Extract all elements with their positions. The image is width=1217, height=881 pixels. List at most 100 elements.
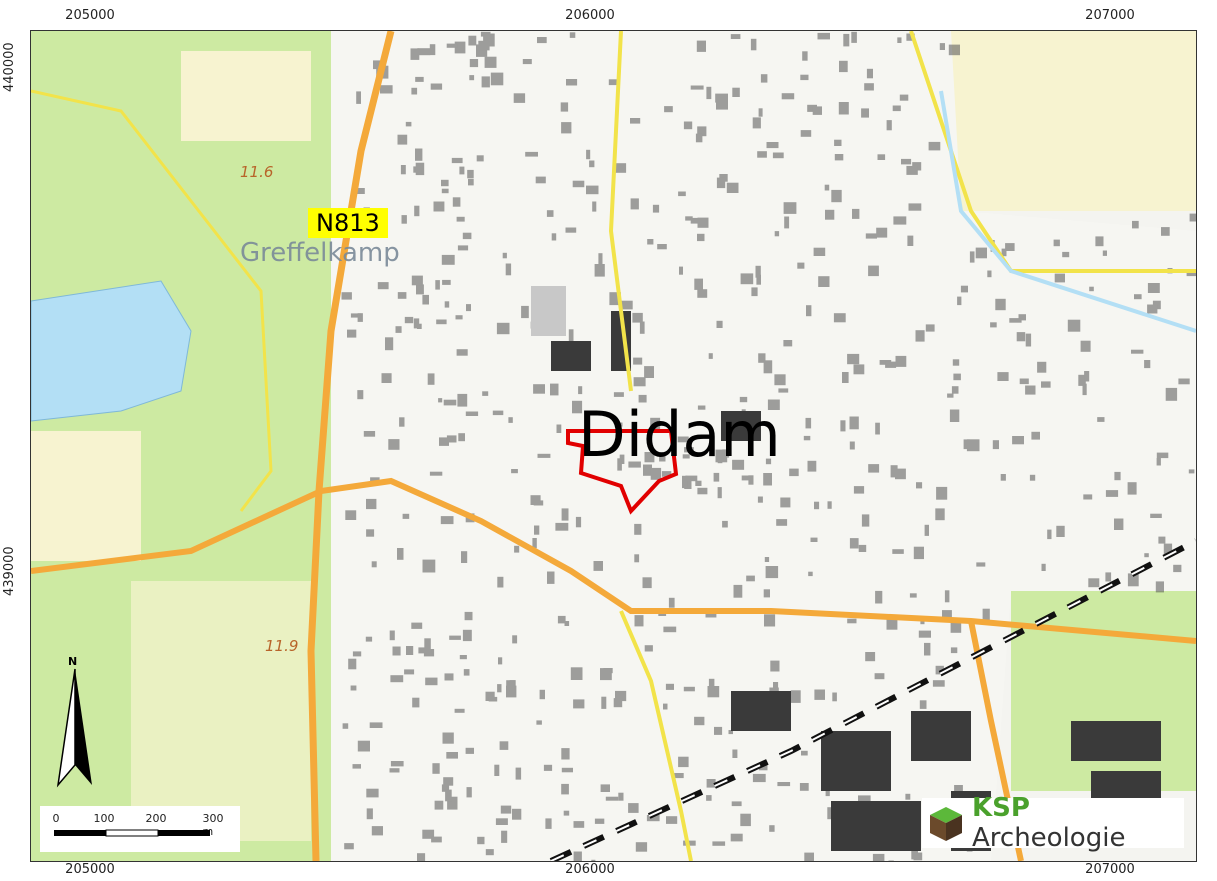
ksp-logo-cube-icon	[926, 803, 966, 843]
building	[694, 278, 703, 290]
building	[852, 208, 860, 219]
building	[573, 821, 585, 828]
building	[763, 589, 770, 598]
building	[561, 767, 573, 773]
building	[534, 525, 540, 535]
building	[731, 801, 742, 807]
building	[594, 264, 605, 277]
building	[563, 810, 570, 816]
building	[659, 455, 666, 462]
building	[533, 384, 545, 394]
building	[416, 284, 424, 295]
building	[1114, 518, 1124, 530]
building	[499, 741, 509, 750]
ksp-logo-text: KSP Archeologie	[972, 793, 1184, 853]
building	[683, 686, 695, 692]
building	[987, 270, 992, 278]
building	[422, 294, 429, 305]
building	[565, 227, 577, 233]
building	[706, 779, 716, 788]
railway-white	[550, 540, 1196, 861]
building	[466, 304, 471, 312]
building	[716, 320, 723, 328]
building	[807, 104, 817, 112]
building	[435, 280, 440, 290]
building	[684, 477, 692, 489]
building	[392, 646, 401, 656]
building	[694, 716, 705, 726]
building	[1127, 482, 1137, 495]
building	[446, 435, 457, 443]
building	[412, 697, 420, 708]
building	[774, 231, 780, 237]
building	[713, 472, 720, 482]
building	[365, 636, 373, 642]
building	[561, 508, 569, 521]
building	[746, 575, 755, 582]
building-blocks	[341, 31, 1196, 861]
building	[605, 796, 619, 801]
building	[1144, 553, 1149, 558]
building	[1105, 490, 1119, 497]
elevation-label-2: 11.9	[265, 637, 299, 655]
building	[1025, 385, 1036, 395]
road-north	[608, 31, 633, 392]
road-label-n813: N813	[308, 208, 388, 238]
building	[715, 93, 728, 103]
building	[1041, 381, 1051, 388]
building	[1155, 581, 1164, 593]
building	[468, 178, 474, 186]
building	[522, 59, 532, 65]
building	[569, 32, 576, 38]
building	[960, 285, 968, 293]
building	[935, 665, 944, 675]
building	[1056, 525, 1065, 537]
building	[417, 323, 422, 329]
building	[717, 487, 722, 499]
building	[443, 777, 454, 786]
building	[1147, 283, 1160, 293]
building	[1131, 349, 1144, 354]
building	[613, 698, 623, 708]
building	[501, 830, 508, 843]
building	[755, 265, 761, 278]
building	[617, 422, 623, 427]
building	[608, 79, 619, 86]
building	[647, 239, 654, 245]
building	[464, 611, 473, 621]
building	[952, 359, 960, 366]
building	[414, 205, 420, 217]
building	[834, 154, 844, 161]
scale-bar: 0 100 200 300 m	[40, 806, 240, 852]
building	[907, 235, 914, 246]
building	[714, 726, 723, 735]
building	[547, 571, 555, 584]
building	[805, 417, 812, 429]
building	[741, 475, 752, 481]
building	[1047, 529, 1052, 540]
building	[997, 372, 1009, 381]
building	[352, 651, 362, 657]
building	[422, 829, 435, 839]
building	[644, 366, 654, 378]
building	[1189, 213, 1196, 222]
building	[456, 349, 468, 356]
building	[650, 417, 661, 431]
coord-bottom-207000: 207000	[1085, 862, 1135, 877]
building	[1000, 474, 1006, 481]
building	[748, 475, 754, 485]
building	[875, 422, 880, 435]
building	[992, 440, 999, 450]
building	[957, 296, 962, 306]
building	[954, 785, 963, 797]
building	[506, 680, 515, 690]
lake	[31, 280, 192, 422]
topographic-map[interactable]	[30, 30, 1197, 862]
building	[635, 842, 648, 852]
building	[352, 764, 361, 769]
building	[1041, 563, 1046, 571]
building	[441, 188, 449, 194]
building	[664, 106, 673, 113]
building	[1088, 578, 1100, 588]
building	[447, 796, 458, 810]
